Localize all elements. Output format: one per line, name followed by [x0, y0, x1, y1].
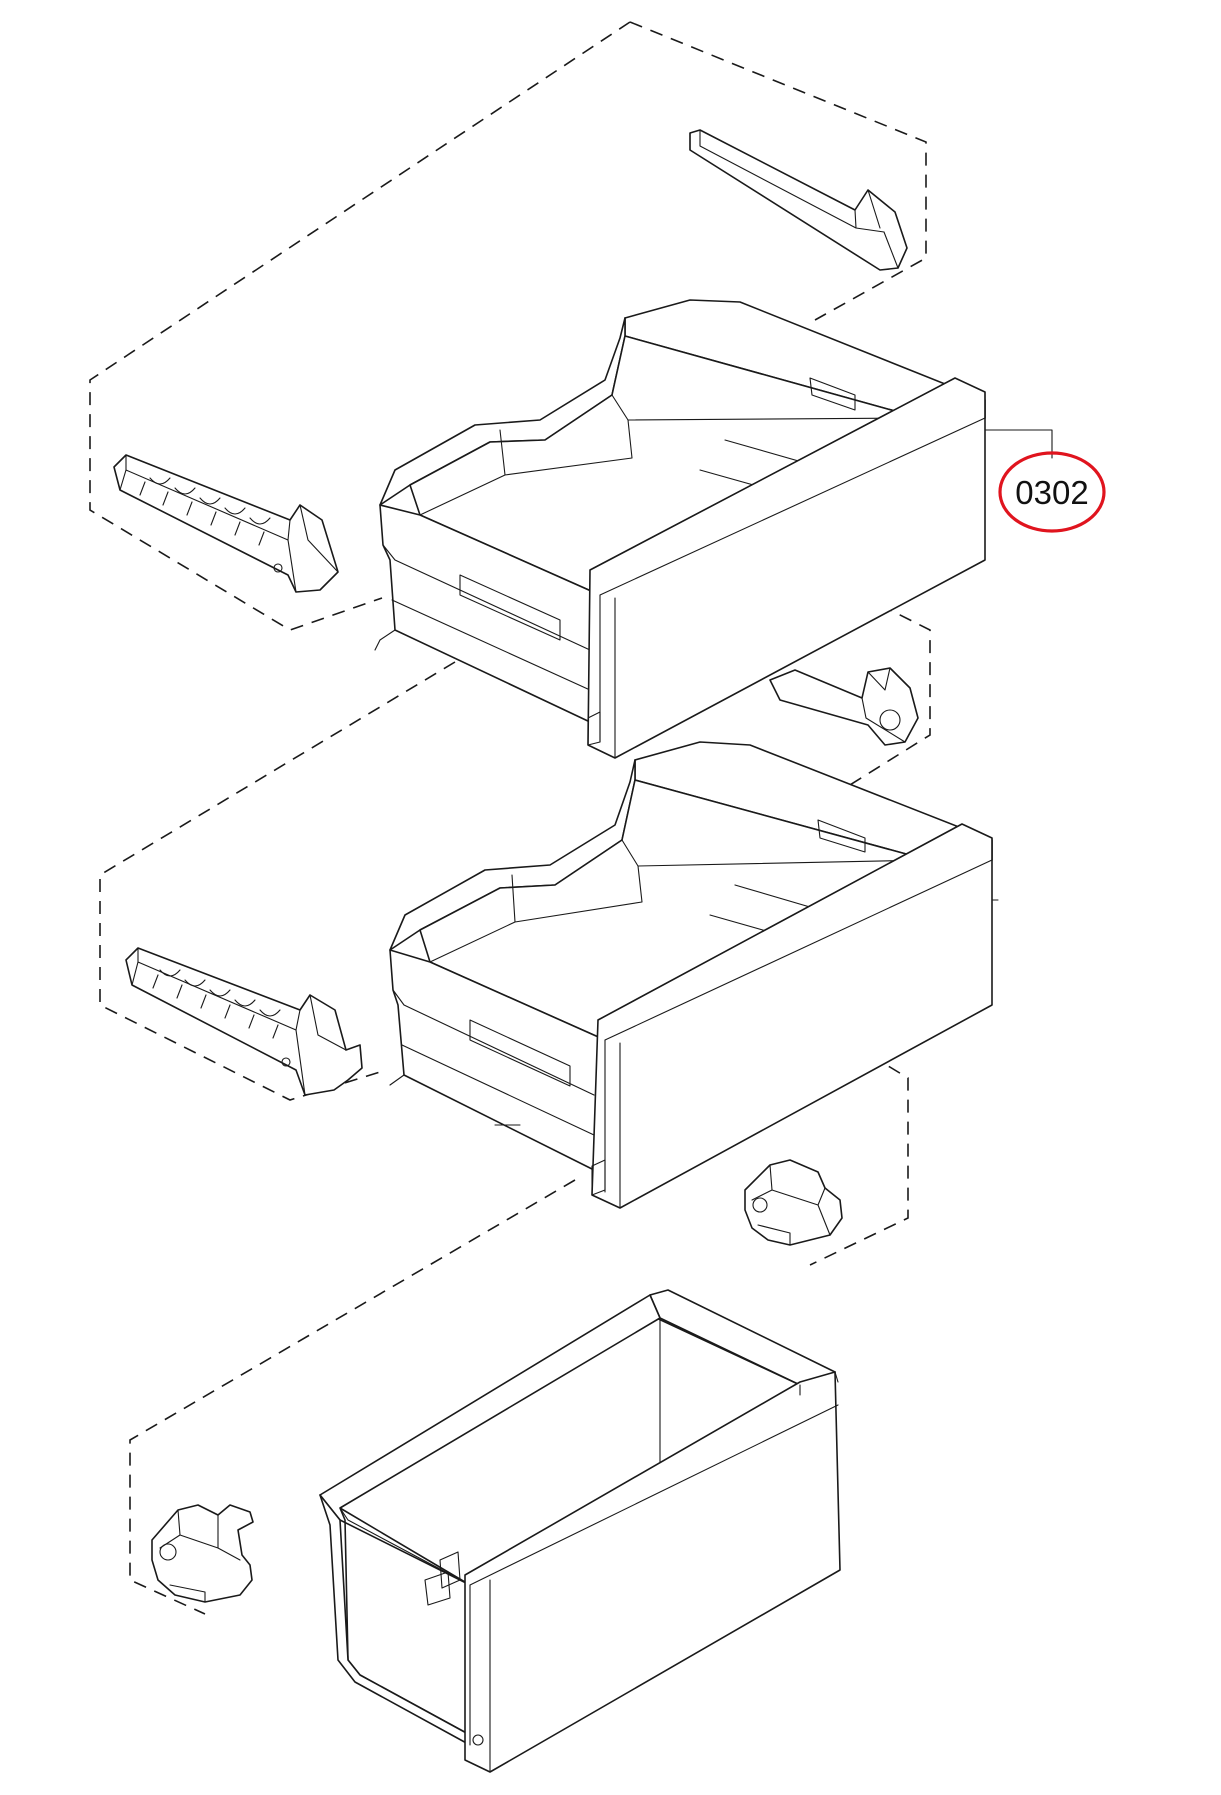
part-number-label: 0302 — [1015, 474, 1088, 511]
support-clip-bottom-left — [151, 1504, 254, 1603]
assembly-outline-middle — [99, 604, 931, 1101]
slide-rail-upper-right — [689, 129, 908, 271]
callout-highlight-ring — [998, 451, 1106, 533]
slide-rail-middle-left — [125, 947, 363, 1096]
middle-drawer[interactable] — [389, 741, 999, 1209]
support-clip-middle-right — [744, 1159, 843, 1246]
part-callout-0302[interactable]: 0302 — [998, 451, 1106, 533]
slide-rail-middle-right — [769, 667, 919, 746]
slide-rail-upper-left — [113, 454, 339, 593]
upper-drawer[interactable] — [374, 299, 1053, 759]
assembly-outline-lower — [129, 1054, 909, 1615]
bottom-bin[interactable] — [319, 1289, 841, 1773]
assembly-outline-upper — [89, 21, 927, 631]
